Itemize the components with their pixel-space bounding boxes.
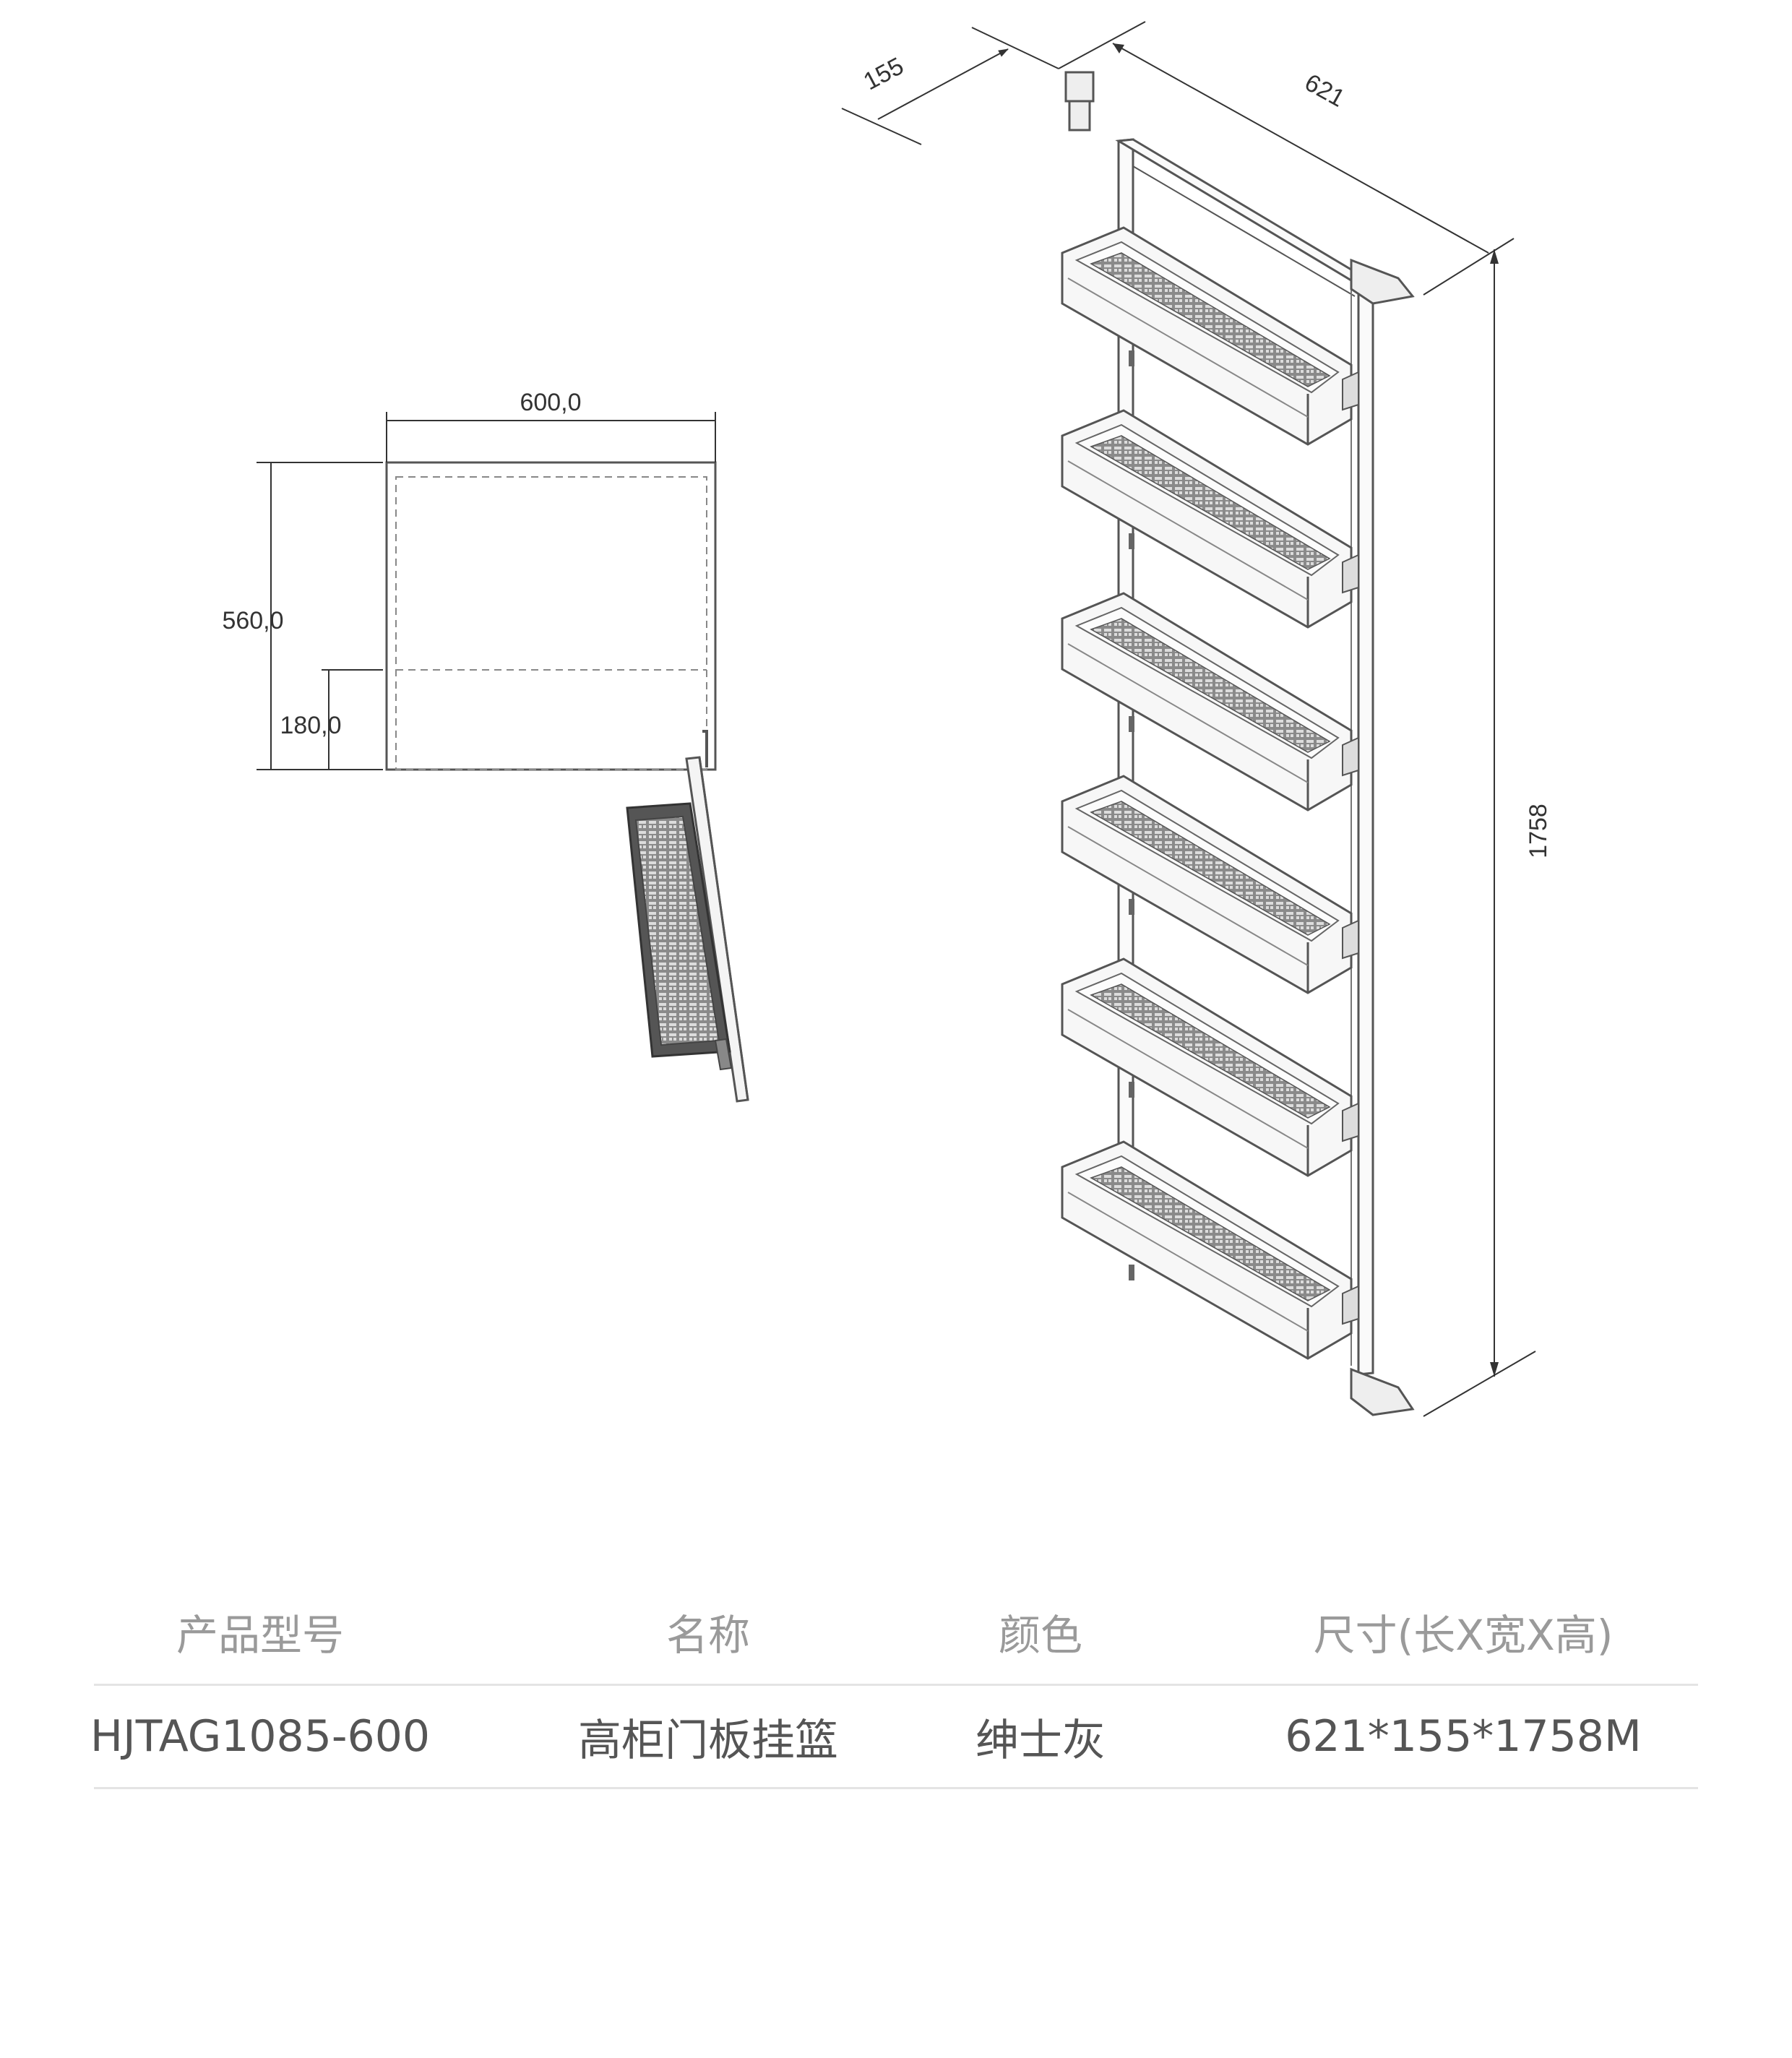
table-row: HJTAG1085-600 高柜门板挂篮 绅士灰 621*155*1758M: [90, 1686, 1698, 1789]
color-value: 绅士灰: [975, 1715, 1106, 1766]
offset-dimension: 180,0: [280, 669, 383, 770]
basket-bracket: [1342, 554, 1359, 594]
depth-155-label: 155: [859, 52, 908, 95]
post-clip: [1129, 1082, 1134, 1098]
basket-3: [1061, 592, 1359, 811]
basket-5: [1061, 957, 1359, 1177]
height-1758-label: 1758: [1525, 804, 1552, 858]
post-clip: [1129, 1265, 1134, 1280]
name-value: 高柜门板挂篮: [578, 1715, 838, 1766]
width-dimension-label: 600,0: [520, 389, 581, 416]
basket-1: [1061, 226, 1359, 446]
depth-155-dimension: 155: [841, 27, 1059, 145]
basket-bracket: [1342, 919, 1359, 960]
model-value: HJTAG1085-600: [90, 1711, 431, 1762]
depth-dimension-label: 560,0: [222, 607, 283, 634]
height-1758-dimension: 1758: [1423, 249, 1552, 1417]
basket-mesh: [1090, 801, 1331, 936]
header-model: 产品型号: [176, 1611, 344, 1660]
header-name: 名称: [665, 1611, 750, 1660]
size-value: 621*155*1758M: [1285, 1711, 1642, 1762]
basket-mesh: [1090, 618, 1331, 753]
basket-bracket: [1342, 736, 1359, 777]
length-621-label: 621: [1300, 69, 1349, 113]
cabinet-inner-dashed: [395, 476, 707, 770]
spec-table-header: 产品型号 名称 颜色 尺寸(长X宽X高): [94, 1575, 1698, 1686]
basket-mesh: [1090, 252, 1331, 387]
cabinet-plan-view: 600,0 560,0 180,0: [222, 389, 749, 1103]
basket-bracket: [1342, 371, 1359, 411]
offset-dimension-label: 180,0: [280, 712, 341, 739]
basket-6: [1061, 1140, 1359, 1360]
basket-bracket: [1342, 1102, 1359, 1142]
door-basket-elevation: 155 621 1758: [841, 21, 1552, 1417]
door-basket: [626, 802, 733, 1071]
post-clip: [1129, 716, 1134, 732]
depth-dimension: 560,0: [222, 462, 383, 770]
header-size: 尺寸(长X宽X高): [1313, 1611, 1614, 1660]
basket-mesh: [1090, 435, 1331, 570]
width-dimension: 600,0: [386, 389, 716, 462]
basket-mesh: [1090, 983, 1331, 1119]
basket-2: [1061, 409, 1359, 629]
cabinet-outline: [385, 461, 717, 771]
header-color: 颜色: [998, 1611, 1082, 1660]
spec-table: 产品型号 名称 颜色 尺寸(长X宽X高) HJTAG1085-600 高柜门板挂…: [90, 1575, 1698, 1789]
basket-stack: [1061, 226, 1359, 1360]
post-clip: [1129, 533, 1134, 549]
basket-bracket: [1342, 1285, 1359, 1325]
basket-4: [1061, 775, 1359, 994]
technical-drawing: 600,0 560,0 180,0: [222, 21, 1552, 1417]
post-clip: [1129, 350, 1134, 366]
post-clip: [1129, 899, 1134, 915]
basket-mesh: [1090, 1166, 1331, 1301]
